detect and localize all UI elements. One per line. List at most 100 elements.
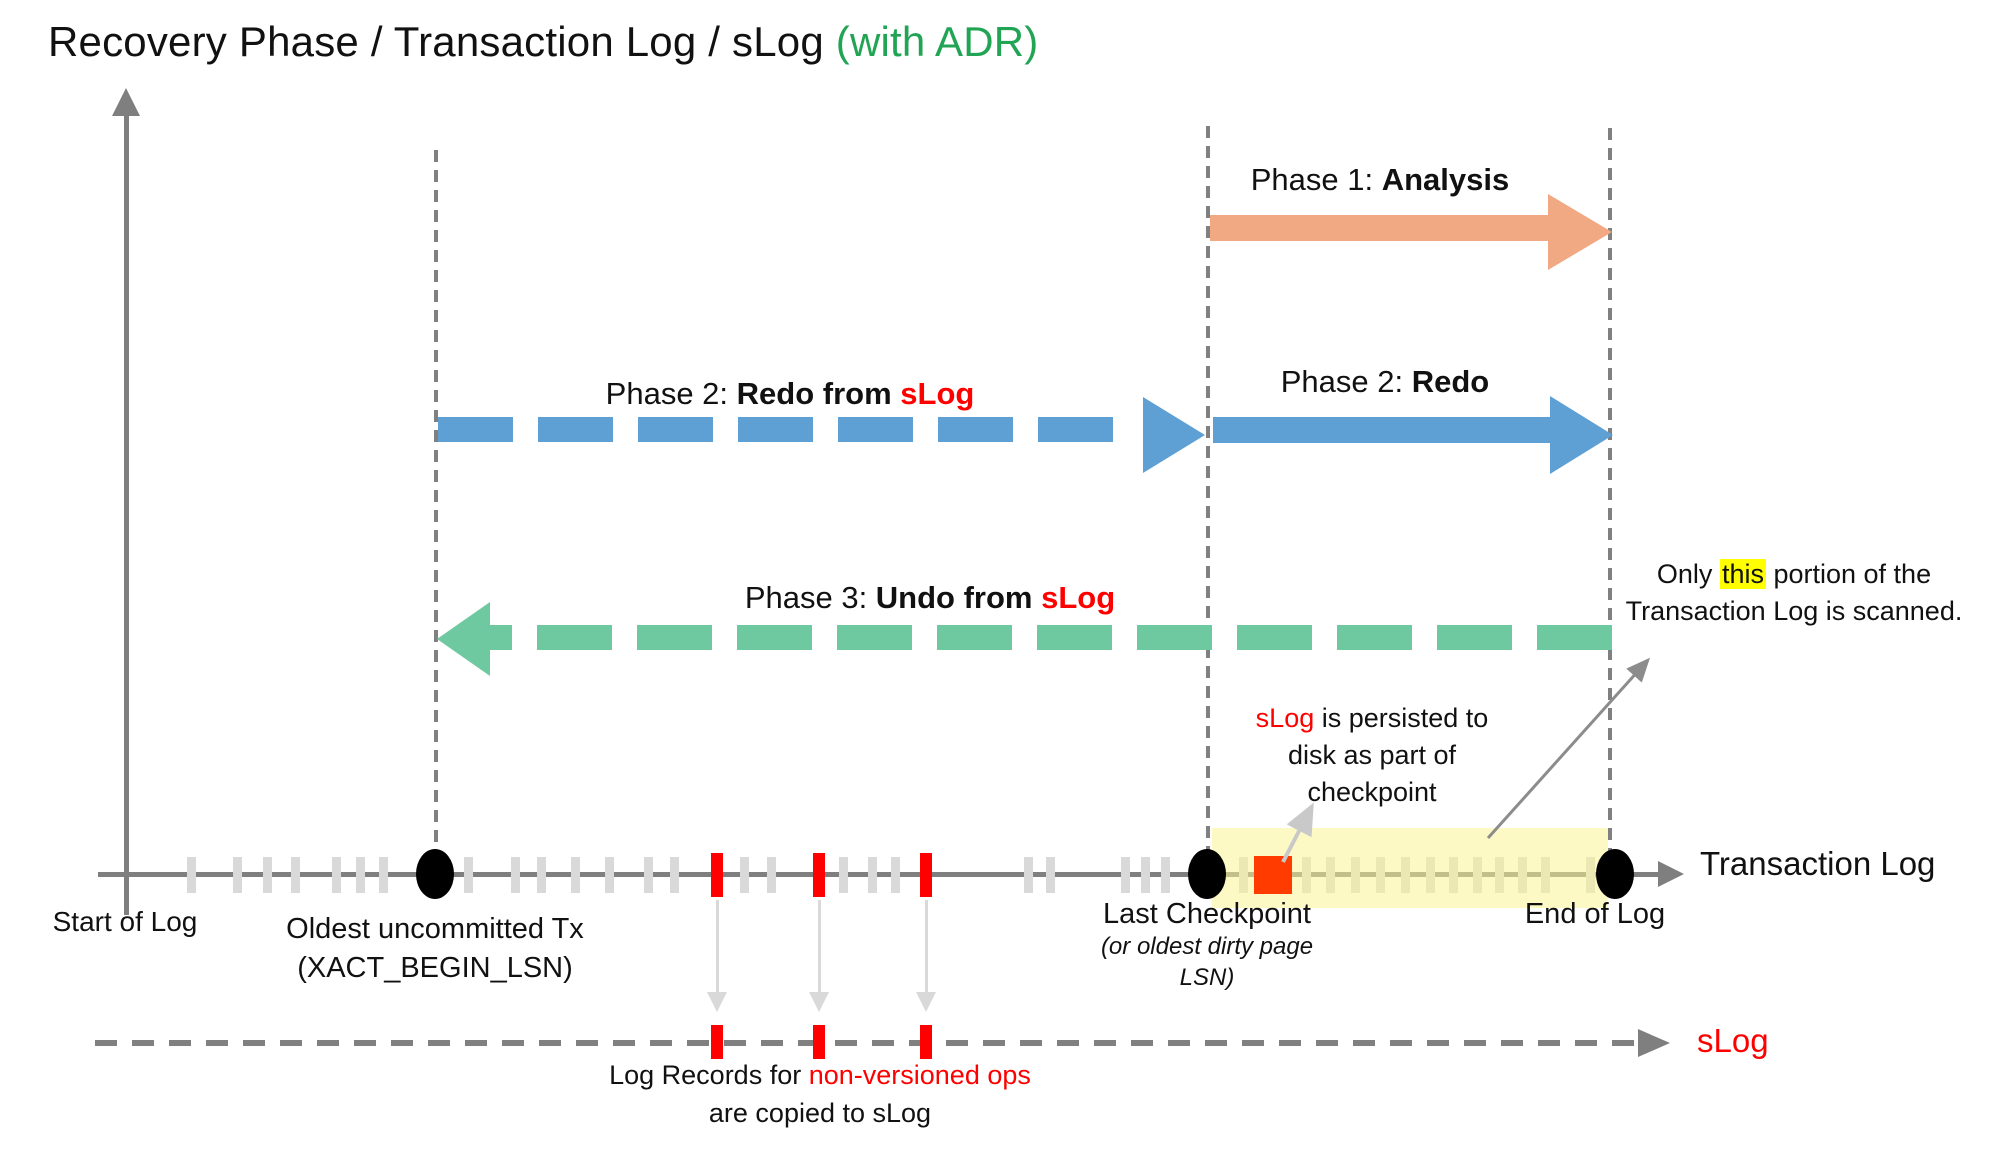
log-record-tick — [838, 857, 848, 893]
slog-record-tick — [813, 1025, 825, 1059]
phase3-red: sLog — [1041, 580, 1116, 615]
last-checkpoint-line1: Last Checkpoint — [1103, 898, 1311, 930]
log-record-tick — [890, 857, 900, 893]
scan-note-highlight: this — [1719, 559, 1766, 589]
guide-end-of-log — [1608, 128, 1612, 873]
log-position-dot — [416, 849, 454, 899]
non-versioned-op-tick — [711, 853, 723, 897]
log-record-tick — [355, 857, 365, 893]
phase2-arrow-head — [1550, 396, 1613, 474]
copy-note-red: non-versioned ops — [808, 1060, 1031, 1090]
non-versioned-op-tick — [920, 853, 932, 897]
log-record-tick — [1160, 857, 1170, 893]
slog-record-tick — [920, 1025, 932, 1059]
phase2-slog-prefix: Phase 2: — [605, 376, 737, 411]
persist-note-red: sLog — [1255, 703, 1315, 733]
slog-copy-note: Log Records for non-versioned ops are cop… — [570, 1056, 1070, 1132]
persist-note-line3: checkpoint — [1307, 777, 1437, 807]
vertical-axis-line — [124, 112, 129, 915]
log-record-tick — [604, 857, 614, 893]
scan-note-line2: Transaction Log is scanned. — [1625, 596, 1963, 626]
slog-persist-marker — [1254, 856, 1292, 894]
phase1-arrow-shaft — [1210, 215, 1548, 241]
phase3-prefix: Phase 3: — [744, 580, 876, 615]
phase2-slog-arrow-head — [1143, 397, 1205, 473]
last-checkpoint-sub2: LSN) — [1179, 964, 1235, 991]
persist-note-line2: disk as part of — [1287, 740, 1457, 770]
log-record-tick — [510, 857, 520, 893]
phase1-label: Phase 1: Analysis — [1180, 162, 1580, 198]
log-record-tick — [1140, 857, 1150, 893]
phase3-arrow-head — [437, 602, 490, 676]
guide-oldest-uncommitted-tx — [434, 150, 438, 873]
transaction-log-arrow-icon — [1658, 861, 1684, 887]
phase2-prefix: Phase 2: — [1280, 364, 1412, 399]
scan-note-pre: Only — [1656, 559, 1720, 589]
non-versioned-op-tick — [813, 853, 825, 897]
phase2-label: Phase 2: Redo — [1185, 364, 1585, 400]
phase2-arrow-shaft — [1213, 417, 1550, 443]
transaction-log-axis-label: Transaction Log — [1700, 845, 1936, 882]
oldest-uncommitted-tx-label: Oldest uncommitted Tx (XACT_BEGIN_LSN) — [235, 910, 635, 988]
phase3-label: Phase 3: Undo from sLog — [680, 580, 1180, 616]
log-record-tick — [463, 857, 473, 893]
persist-note-rest: is persisted to — [1314, 703, 1489, 733]
log-record-tick — [1120, 857, 1130, 893]
guide-last-checkpoint — [1206, 126, 1210, 873]
log-record-tick — [739, 857, 749, 893]
slog-record-tick — [711, 1025, 723, 1059]
title-adr-suffix: (with ADR) — [835, 18, 1039, 65]
slog-axis-label: sLog — [1697, 1022, 1769, 1059]
log-record-tick — [290, 857, 300, 893]
log-record-tick — [643, 857, 653, 893]
phase2-slog-arrow-shaft — [438, 417, 1138, 442]
log-record-tick — [186, 857, 196, 893]
log-record-tick — [570, 857, 580, 893]
log-record-tick — [669, 857, 679, 893]
phase2-slog-red: sLog — [900, 376, 975, 411]
oldest-tx-line2: (XACT_BEGIN_LSN) — [297, 952, 573, 984]
phase2-name: Redo — [1411, 364, 1490, 399]
phase1-arrow-head — [1548, 194, 1612, 270]
end-of-log-label: End of Log — [1524, 898, 1666, 930]
last-checkpoint-sub1: (or oldest dirty page — [1100, 933, 1314, 960]
copy-to-slog-arrow-shaft — [817, 900, 821, 992]
title-main: Recovery Phase / Transaction Log / sLog — [48, 18, 836, 65]
phase1-prefix: Phase 1: — [1250, 162, 1382, 197]
slog-persist-note: sLog is persisted to disk as part of check… — [1172, 700, 1572, 811]
copy-to-slog-arrow-head — [916, 992, 936, 1012]
log-record-tick — [536, 857, 546, 893]
scan-note-post: portion of the — [1765, 559, 1932, 589]
log-record-tick — [331, 857, 341, 893]
phase3-arrow-stub — [490, 625, 512, 650]
copy-to-slog-arrow-shaft — [924, 900, 928, 992]
page-title: Recovery Phase / Transaction Log / sLog … — [48, 18, 1038, 66]
copy-to-slog-arrow-head — [809, 992, 829, 1012]
phase3-name: Undo from — [875, 580, 1042, 615]
log-record-tick — [378, 857, 388, 893]
log-record-tick — [766, 857, 776, 893]
vertical-axis-arrow-icon — [112, 88, 140, 116]
start-of-log-label: Start of Log — [52, 906, 198, 937]
slog-dashed-line — [95, 1040, 1640, 1046]
phase1-name: Analysis — [1381, 162, 1510, 197]
log-position-dot — [1596, 849, 1634, 899]
log-record-tick — [1045, 857, 1055, 893]
copy-to-slog-arrow-head — [707, 992, 727, 1012]
transaction-log-axis-line — [98, 872, 1660, 877]
copy-note-black: Log Records for — [609, 1060, 809, 1090]
oldest-tx-line1: Oldest uncommitted Tx — [286, 913, 584, 945]
log-record-tick — [1023, 857, 1033, 893]
log-record-tick — [867, 857, 877, 893]
copy-note-line2: are copied to sLog — [708, 1098, 932, 1128]
log-record-tick — [232, 857, 242, 893]
log-position-dot — [1188, 849, 1226, 899]
slog-arrow-icon — [1638, 1029, 1670, 1057]
log-record-tick — [262, 857, 272, 893]
phase2-slog-label: Phase 2: Redo from sLog — [540, 376, 1040, 412]
copy-to-slog-arrow-shaft — [715, 900, 719, 992]
phase2-slog-name: Redo from — [736, 376, 901, 411]
